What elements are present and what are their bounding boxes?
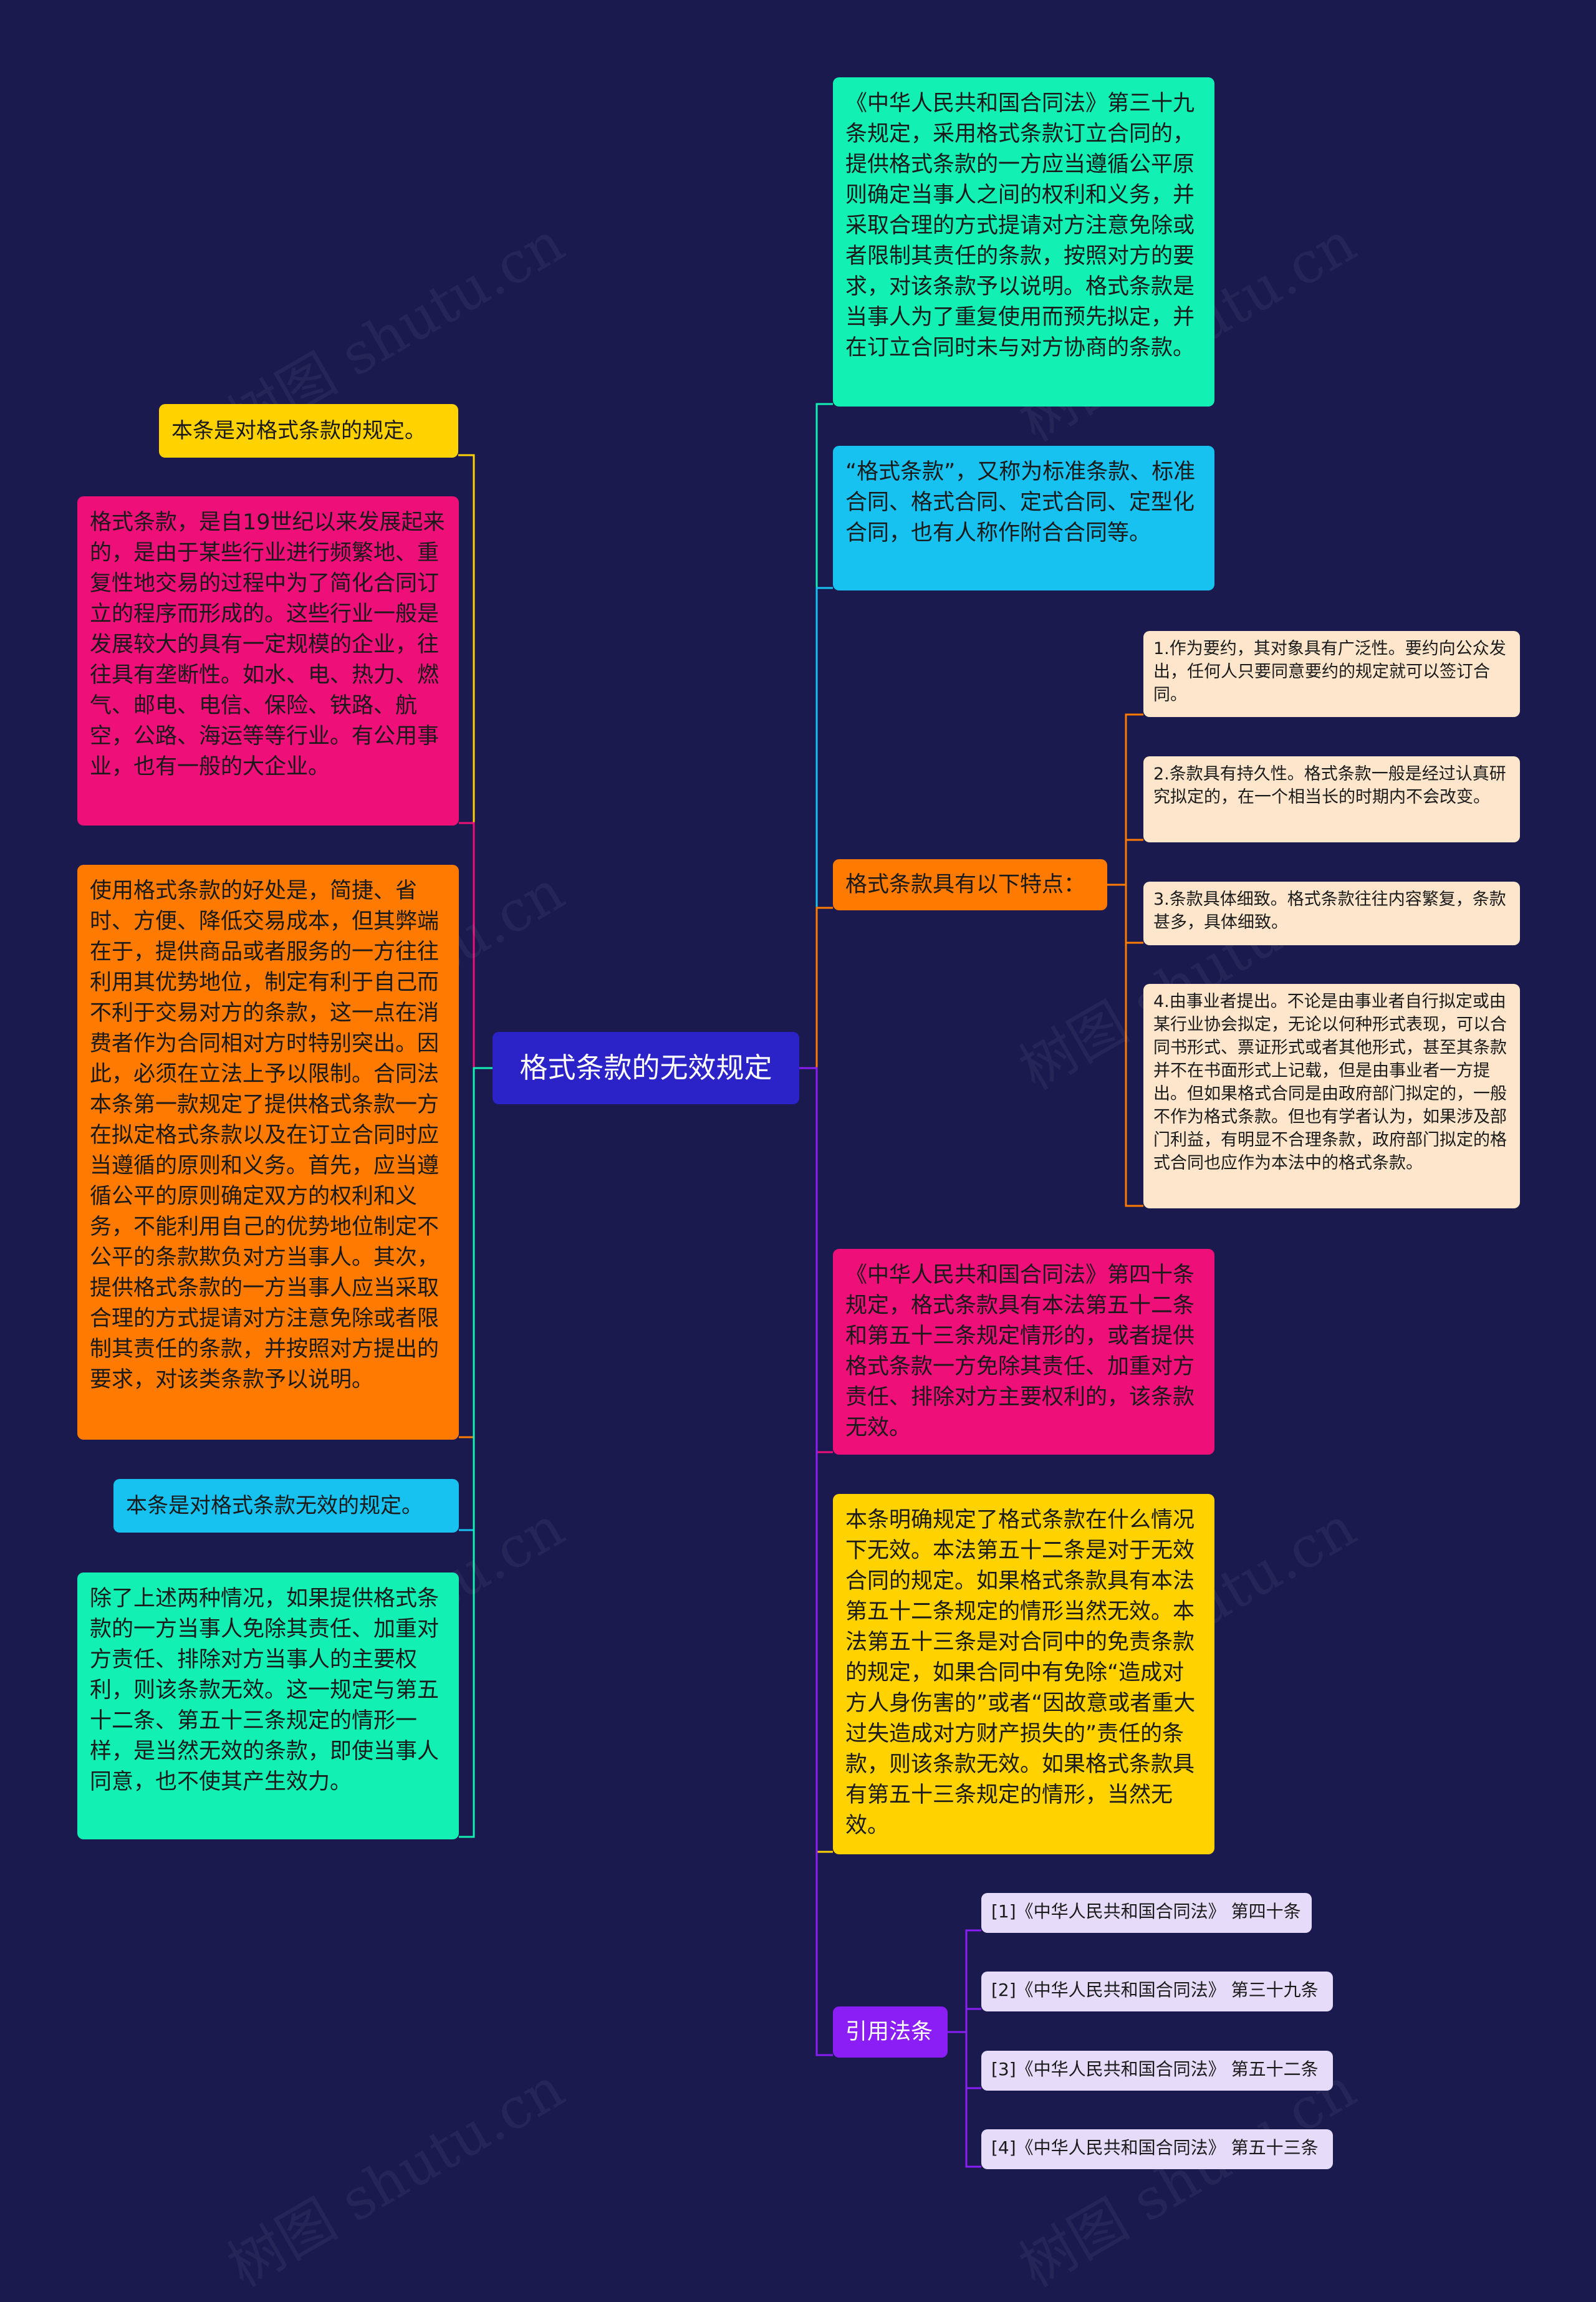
root-topic[interactable]: 格式条款的无效规定	[493, 1032, 799, 1104]
connector-right-6	[799, 1067, 833, 2056]
right-node-5[interactable]: 本条明确规定了格式条款在什么情况下无效。本法第五十二条是对于无效合同的规定。如果…	[833, 1494, 1214, 1854]
connector-left-4	[459, 1067, 493, 1531]
connector-reference-1	[948, 1929, 981, 2033]
left-node-3[interactable]: 使用格式条款的好处是，简捷、省时、方便、降低交易成本，但其弊端在于，提供商品或者…	[77, 865, 459, 1440]
right-node-6[interactable]: 引用法条	[833, 2006, 948, 2058]
feature-item-2[interactable]: 2.条款具有持久性。格式条款一般是经过认真研究拟定的，在一个相当长的时期内不会改…	[1143, 756, 1520, 842]
feature-item-3[interactable]: 3.条款具体细致。格式条款往往内容繁复，条款甚多，具体细致。	[1143, 882, 1520, 945]
connector-lines	[458, 403, 1143, 2168]
connector-feature-4	[1107, 884, 1143, 1207]
right-node-2[interactable]: “格式条款”，又称为标准条款、标准合同、格式合同、定式合同、定型化合同，也有人称…	[833, 446, 1214, 590]
mindmap-canvas: 树图 shutu.cn 树图 shutu.cn 树图 shutu.cn 树图 s…	[77, 77, 1520, 2300]
left-node-5[interactable]: 除了上述两种情况，如果提供格式条款的一方当事人免除其责任、加重对方责任、排除对方…	[77, 1572, 459, 1839]
right-node-4[interactable]: 《中华人民共和国合同法》第四十条规定，格式条款具有本法第五十二条和第五十三条规定…	[833, 1249, 1214, 1455]
connector-left-2	[459, 822, 493, 1069]
connector-reference-3	[948, 2031, 981, 2089]
left-node-4[interactable]: 本条是对格式条款无效的规定。	[113, 1479, 459, 1533]
left-node-1[interactable]: 本条是对格式条款的规定。	[159, 404, 458, 458]
connector-reference-2	[948, 2008, 981, 2033]
connector-reference-4	[948, 2031, 981, 2168]
reference-item-3[interactable]: [3]《中华人民共和国合同法》 第五十二条	[981, 2051, 1333, 2091]
feature-item-4[interactable]: 4.由事业者提出。不论是由事业者自行拟定或由某行业协会拟定，无论以何种形式表现，…	[1143, 984, 1520, 1208]
feature-item-1[interactable]: 1.作为要约，其对象具有广泛性。要约向公众发出，任何人只要同意要约的规定就可以签…	[1143, 631, 1520, 717]
right-node-3[interactable]: 格式条款具有以下特点：	[833, 859, 1107, 910]
connector-left-1	[458, 454, 493, 1069]
reference-item-4[interactable]: [4]《中华人民共和国合同法》 第五十三条	[981, 2129, 1333, 2169]
left-node-2[interactable]: 格式条款，是自19世纪以来发展起来的，是由于某些行业进行频繁地、重复性地交易的过…	[77, 496, 459, 826]
connector-left-3	[459, 1067, 493, 1438]
reference-item-2[interactable]: [2]《中华人民共和国合同法》 第三十九条	[981, 1972, 1333, 2011]
reference-item-1[interactable]: [1]《中华人民共和国合同法》 第四十条	[981, 1893, 1312, 1933]
right-node-1[interactable]: 《中华人民共和国合同法》第三十九条规定，采用格式条款订立合同的，提供格式条款的一…	[833, 77, 1214, 407]
connector-feature-2	[1107, 839, 1143, 886]
connector-right-3	[799, 907, 833, 1069]
connector-left-5	[459, 1067, 493, 1838]
